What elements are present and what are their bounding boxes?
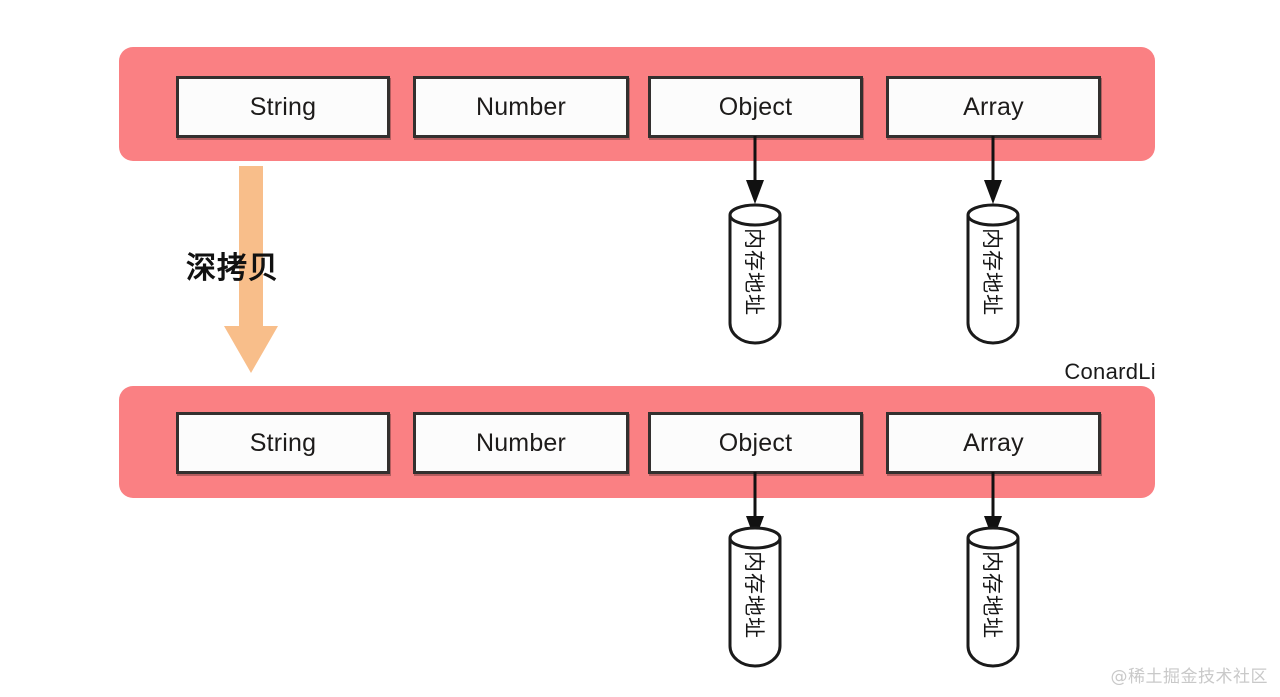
source-box-string-label: String — [249, 92, 317, 121]
source-box-number: Number — [413, 76, 629, 138]
copy-box-string-label: String — [249, 428, 317, 457]
copy-box-number: Number — [413, 412, 629, 474]
memory-cell-source-array: 内存地址 — [965, 201, 1021, 345]
deep-copy-arrow-icon — [216, 166, 286, 377]
copy-box-array: Array — [886, 412, 1101, 474]
memory-cell-source-array-label: 内存地址 — [980, 228, 1004, 316]
source-box-array: Array — [886, 76, 1101, 138]
copy-box-object-label: Object — [718, 428, 793, 457]
memory-cell-copy-object: 内存地址 — [727, 524, 783, 668]
source-box-number-label: Number — [475, 92, 567, 121]
author-credit: ConardLi — [1064, 359, 1156, 384]
copy-box-string: String — [176, 412, 390, 474]
site-watermark: @稀土掘金技术社区 — [1110, 667, 1268, 687]
memory-cell-source-object: 内存地址 — [727, 201, 783, 345]
source-box-array-label: Array — [963, 92, 1024, 121]
memory-cell-source-object-label: 内存地址 — [742, 228, 766, 316]
memory-cell-copy-array-label: 内存地址 — [980, 551, 1004, 639]
connector-arrow-source-object — [743, 136, 767, 208]
source-box-object: Object — [648, 76, 863, 138]
source-box-object-label: Object — [718, 92, 793, 121]
copy-box-object: Object — [648, 412, 863, 474]
connector-arrow-source-array — [981, 136, 1005, 208]
memory-cell-copy-object-label: 内存地址 — [742, 551, 766, 639]
copy-box-array-label: Array — [963, 428, 1024, 457]
copy-box-number-label: Number — [475, 428, 567, 457]
memory-cell-copy-array: 内存地址 — [965, 524, 1021, 668]
deep-copy-label: 深拷贝 — [186, 251, 279, 286]
source-box-string: String — [176, 76, 390, 138]
